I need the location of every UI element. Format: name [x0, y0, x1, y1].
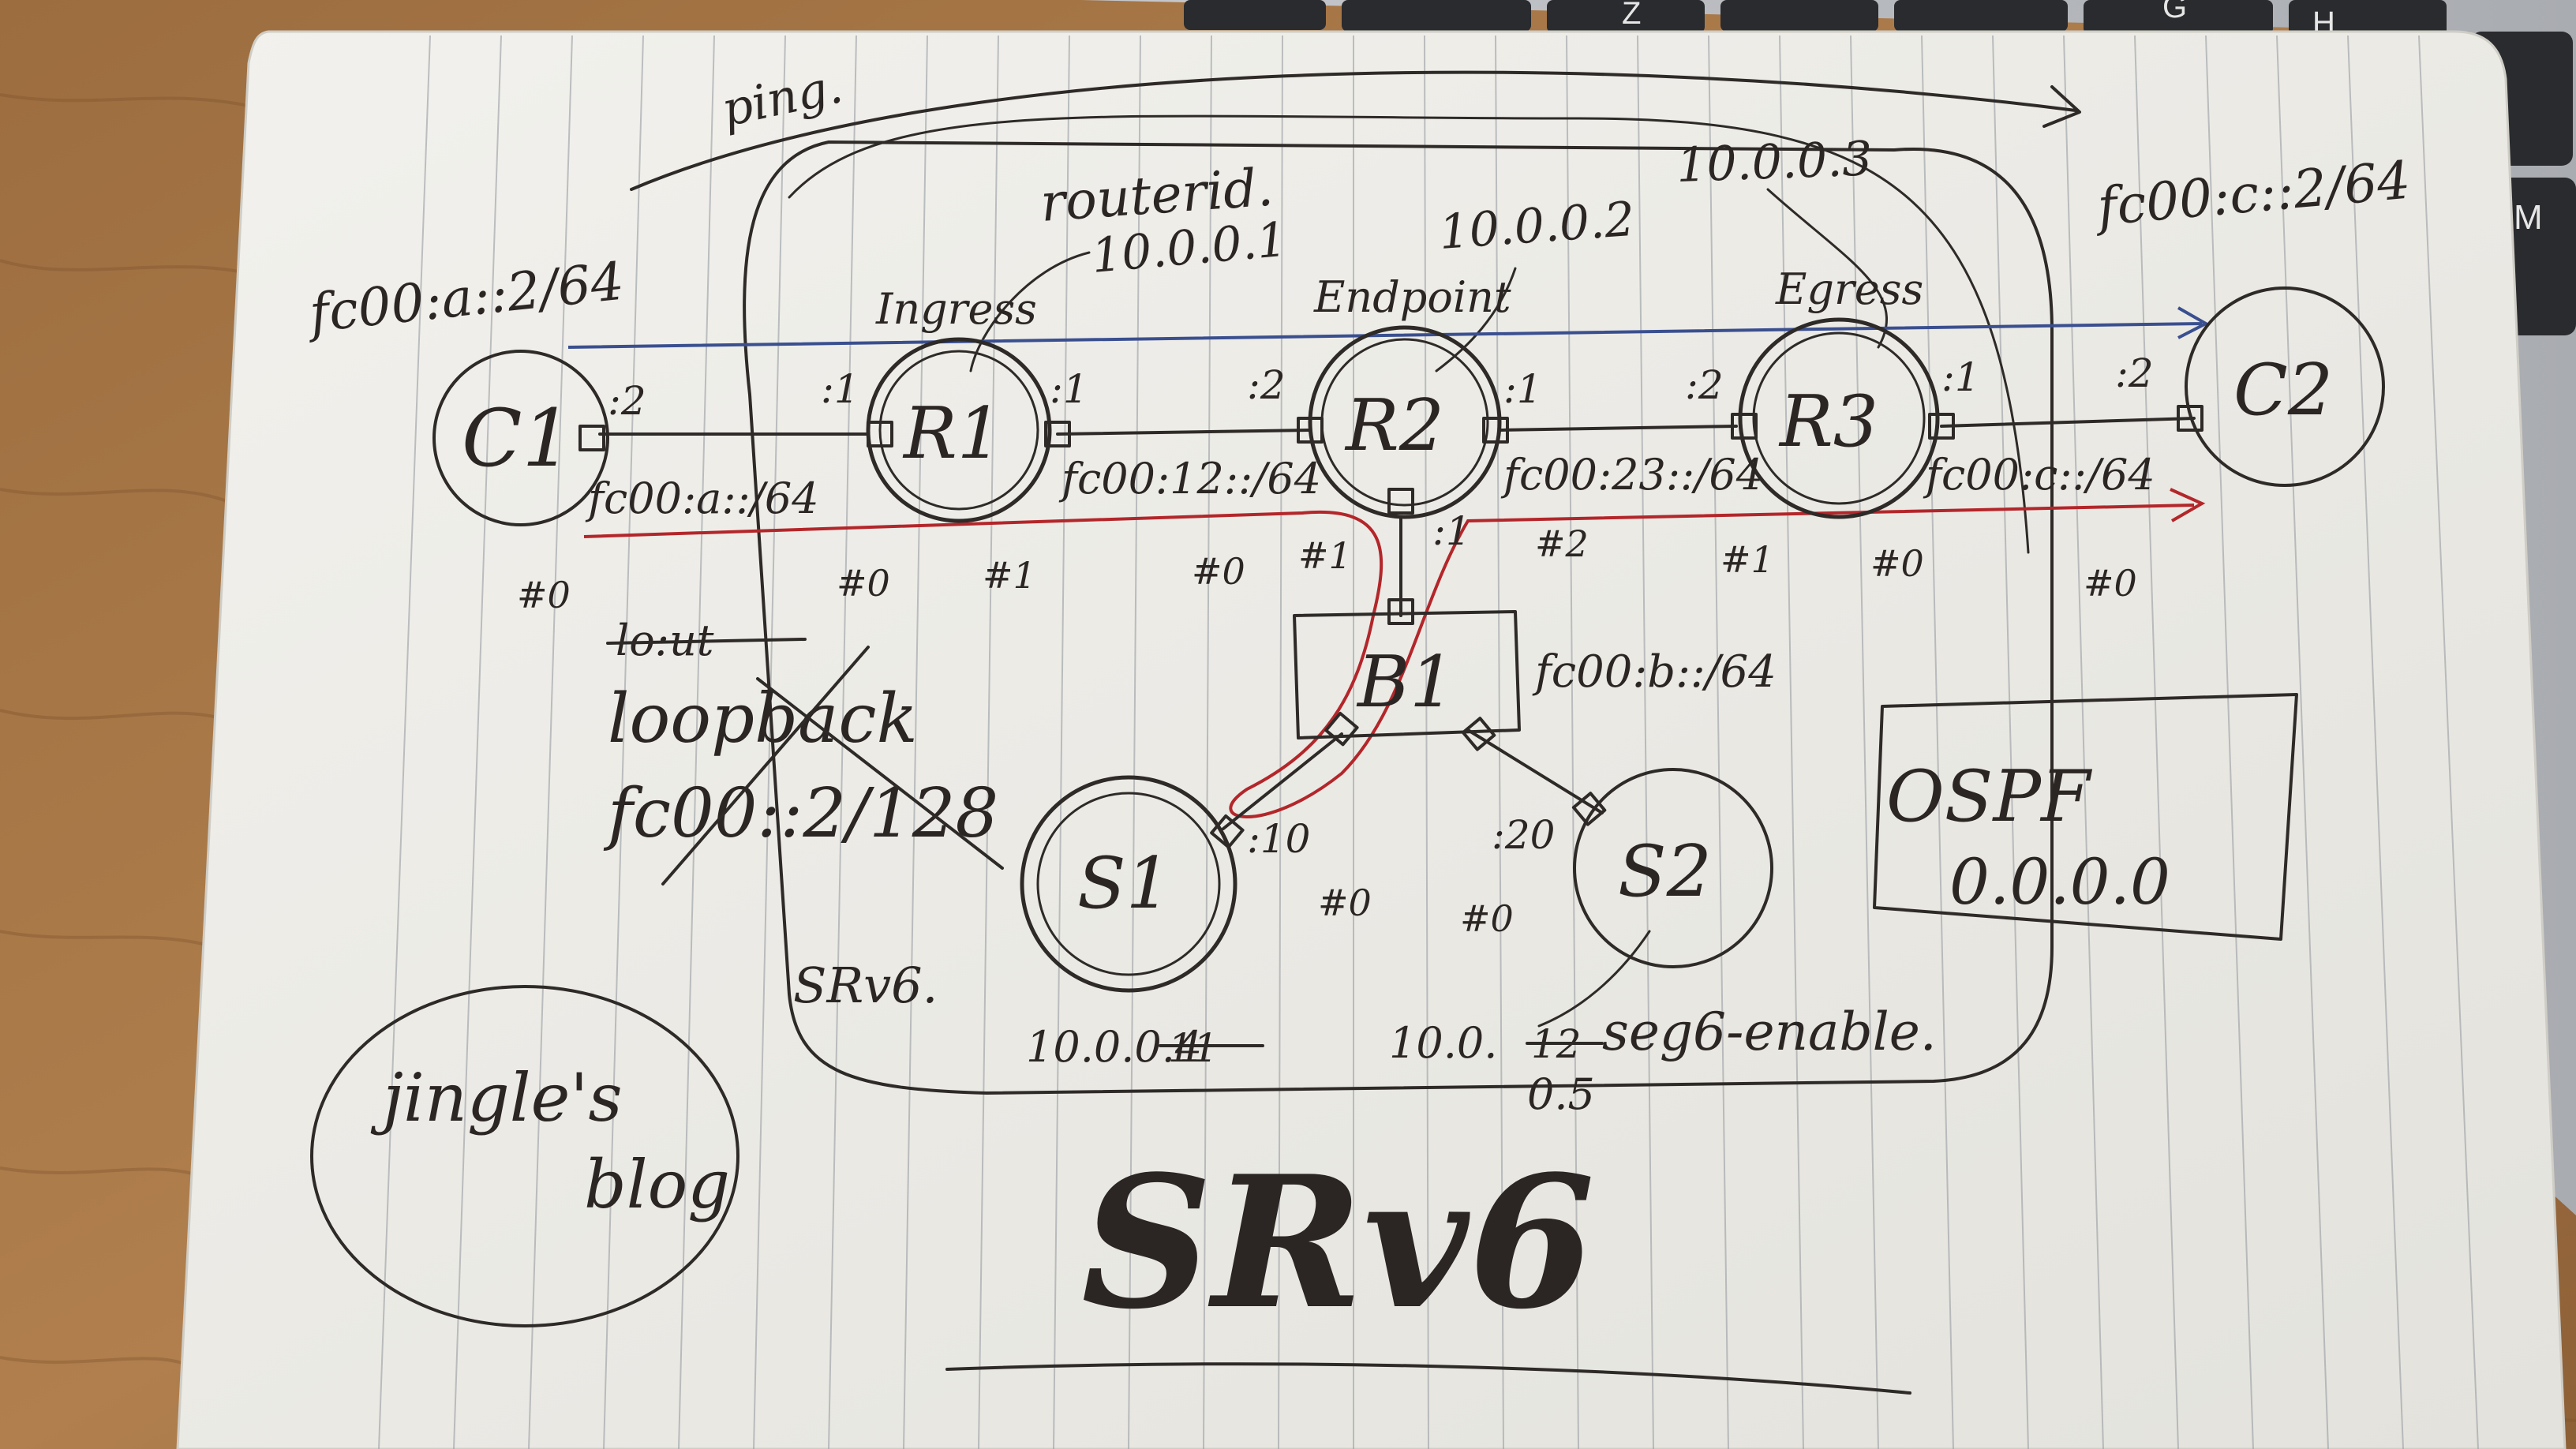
page-title-srv6: SRv6 [1081, 1136, 1595, 1350]
r2-bottom-iface: #1 [1298, 534, 1352, 577]
link-r1r2-prefix: fc00:12::/64 [1058, 454, 1321, 504]
key-m-label: M [2514, 198, 2543, 237]
r1-left-port: :1 [821, 366, 859, 412]
endpoint-label: Endpoint [1313, 272, 1511, 322]
r2-label: R2 [1344, 384, 1444, 467]
main-link [598, 417, 2196, 436]
notebook-page [176, 30, 2567, 1449]
r3-label: R3 [1778, 380, 1878, 463]
r3-router-id: 10.0.0.3 [1676, 131, 1873, 193]
seg6-pointer [1537, 930, 1651, 1028]
r1-right-iface: #1 [983, 554, 1036, 597]
node-c2[interactable]: C2 [2185, 286, 2385, 487]
r1-right-port: :1 [1050, 366, 1088, 412]
blog-line-1: jingle's [370, 1059, 623, 1136]
title-underline [945, 1362, 1911, 1395]
port-boxes [578, 405, 2203, 849]
r2-right-port: :1 [1503, 366, 1542, 412]
s2-router-id-prefix: 10.0. [1389, 1018, 1497, 1068]
blue-path-arrow [567, 306, 2210, 349]
link-r2r3-prefix: fc00:23::/64 [1500, 450, 1763, 500]
b-link-prefix: fc00:b::/64 [1532, 646, 1777, 698]
r2-left-port: :2 [1247, 362, 1286, 408]
r2-left-iface: #0 [1192, 550, 1245, 593]
ingress-label: Ingress [875, 284, 1037, 334]
node-r3[interactable]: R3 [1738, 317, 1940, 519]
red-sr-path [583, 488, 2206, 818]
loopback-address: fc00::2/128 [603, 774, 998, 853]
r2-router-id: 10.0.0.2 [1437, 192, 1636, 260]
s2-router-id-suffix: 0.5 [1527, 1069, 1595, 1119]
s2-label: S2 [1618, 830, 1712, 913]
srv6-domain-enclosure [743, 140, 2054, 1095]
r2-id-pointer [1435, 267, 1517, 373]
inner-enclosure [788, 114, 2030, 554]
loopback-strike-line [606, 638, 807, 645]
c2-label: C2 [2233, 349, 2333, 432]
c1-port: :2 [608, 378, 646, 424]
loopback-cross [661, 646, 1004, 886]
ospf-box: OSPF 0.0.0.0 [1873, 693, 2298, 941]
node-s2[interactable]: S2 [1573, 768, 1773, 968]
r3-right-iface: #0 [1870, 542, 1924, 585]
ruled-lines [378, 35, 2479, 1449]
srv6-small-label: SRv6. [793, 957, 938, 1014]
r3-left-iface: #1 [1720, 538, 1774, 581]
c2-port: :2 [2115, 350, 2154, 396]
c1-label: C1 [462, 392, 572, 485]
r3-right-port: :1 [1941, 354, 1980, 400]
node-c1[interactable]: C1 [432, 350, 609, 526]
r2-right-iface: #2 [1535, 522, 1589, 565]
loopback-label: loopback [608, 680, 918, 758]
ospf-area: 0.0.0.0 [1949, 845, 2170, 919]
seg6-enable-label: seg6-enable. [1602, 1002, 1937, 1062]
node-s1[interactable]: S1 [1020, 775, 1237, 993]
s1-router-id: 10.0.0.4 [1026, 1022, 1202, 1072]
s1-struck-id: 11 [1168, 1025, 1219, 1071]
node-r2[interactable]: R2 [1308, 325, 1502, 519]
ping-arrow [630, 70, 2081, 191]
c1-iface: #0 [517, 574, 571, 616]
r1-id-pointer [969, 251, 1091, 373]
blog-signature: jingle's blog [310, 985, 739, 1327]
r1-label: R1 [902, 392, 1002, 475]
s1-label: S1 [1077, 842, 1171, 925]
b1-s2-link [1466, 728, 1604, 814]
s2-iface: #0 [1460, 897, 1514, 940]
s1-port: :10 [1247, 816, 1310, 862]
key-g-label: G [2162, 0, 2187, 24]
s1-iface: #0 [1318, 882, 1372, 924]
b1-s1-link [1222, 732, 1343, 830]
r1-left-iface: #0 [837, 562, 890, 605]
r2-bottom-port: :1 [1432, 508, 1471, 554]
c2-iface: #0 [2084, 562, 2137, 605]
r3-left-port: :2 [1685, 362, 1724, 408]
ospf-label: OSPF [1886, 755, 2093, 838]
link-c-prefix: fc00:c::/64 [1923, 450, 2155, 500]
blog-line-2: blog [584, 1146, 730, 1223]
bridge-b1[interactable]: B1 [1293, 610, 1521, 739]
egress-label: Egress [1775, 264, 1923, 314]
link-a-prefix: fc00:a::/64 [585, 474, 819, 523]
s2-port: :20 [1492, 812, 1555, 858]
key-z-label: Z [1622, 0, 1641, 31]
b1-label: B1 [1356, 641, 1455, 724]
